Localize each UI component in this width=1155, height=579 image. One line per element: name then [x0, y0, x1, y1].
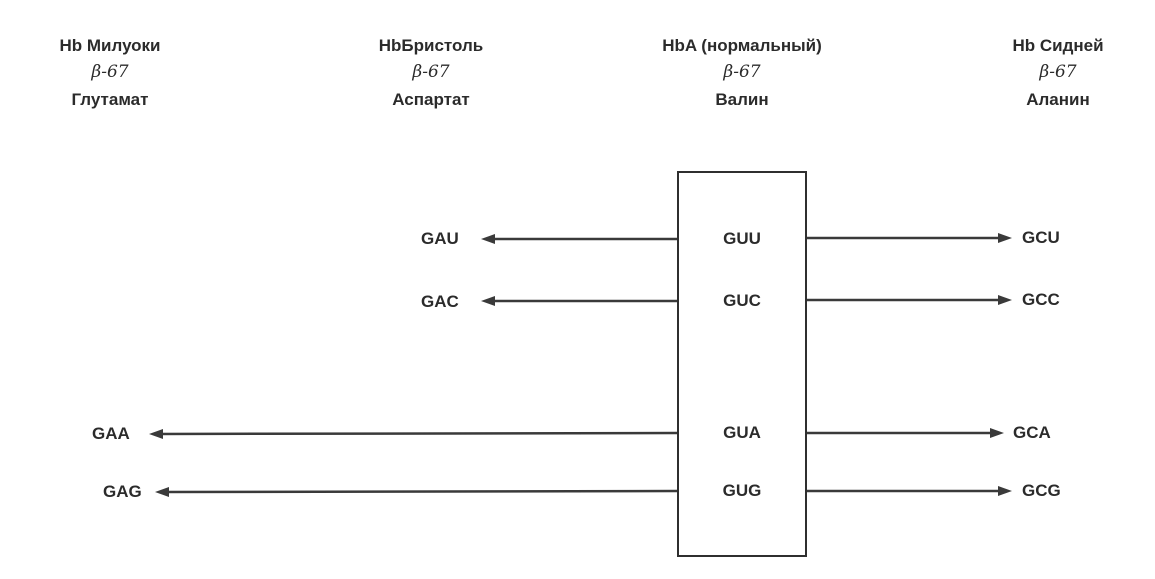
- amino-acid: Глутамат: [71, 90, 149, 109]
- codon-gaa: GAA: [92, 424, 130, 443]
- variant-name: HbA (нормальный): [662, 36, 822, 55]
- arrow-line-gag: [161, 489, 678, 494]
- normal-codon-box: [677, 171, 807, 557]
- amino-acid: Аланин: [1026, 90, 1090, 109]
- residue-position: β-67: [412, 62, 450, 82]
- arrow-line-gaa: [155, 431, 678, 436]
- arrowhead-gau: [481, 234, 495, 244]
- variant-name: Hb Сидней: [1012, 36, 1104, 55]
- residue-position: β-67: [723, 62, 761, 82]
- arrowhead-gcu: [998, 233, 1012, 243]
- arrowhead-gag: [155, 487, 169, 497]
- codon-guu: GUU: [723, 229, 761, 248]
- arrowhead-gaa: [149, 429, 163, 439]
- codon-gug: GUG: [722, 481, 762, 500]
- residue-position: β-67: [1039, 62, 1077, 82]
- arrowhead-gcc: [998, 295, 1012, 305]
- residue-position: β-67: [91, 62, 129, 82]
- codon-gca: GCA: [1013, 423, 1051, 442]
- codon-gag: GAG: [103, 482, 142, 501]
- arrowhead-gcg: [998, 486, 1012, 496]
- codon-gcc: GCC: [1022, 290, 1060, 309]
- header-hb-milwaukee: Hb Милуоки β-67 Глутамат: [0, 32, 220, 113]
- codon-gcu: GCU: [1022, 228, 1060, 247]
- codon-gua: GUA: [723, 423, 761, 442]
- header-hb-sydney: Hb Сидней β-67 Аланин: [948, 32, 1155, 113]
- header-hba-normal: HbA (нормальный) β-67 Валин: [632, 32, 852, 113]
- variant-name: HbБристоль: [378, 36, 484, 55]
- arrowhead-gac: [481, 296, 495, 306]
- codon-guc: GUC: [723, 291, 761, 310]
- amino-acid: Валин: [715, 90, 769, 109]
- header-hb-bristol: HbБристоль β-67 Аспартат: [321, 32, 541, 113]
- codon-gac: GAC: [421, 292, 459, 311]
- codon-gcg: GCG: [1022, 481, 1061, 500]
- codon-gau: GAU: [421, 229, 459, 248]
- amino-acid: Аспартат: [392, 90, 470, 109]
- variant-name: Hb Милуоки: [59, 36, 161, 55]
- arrowhead-gca: [990, 428, 1004, 438]
